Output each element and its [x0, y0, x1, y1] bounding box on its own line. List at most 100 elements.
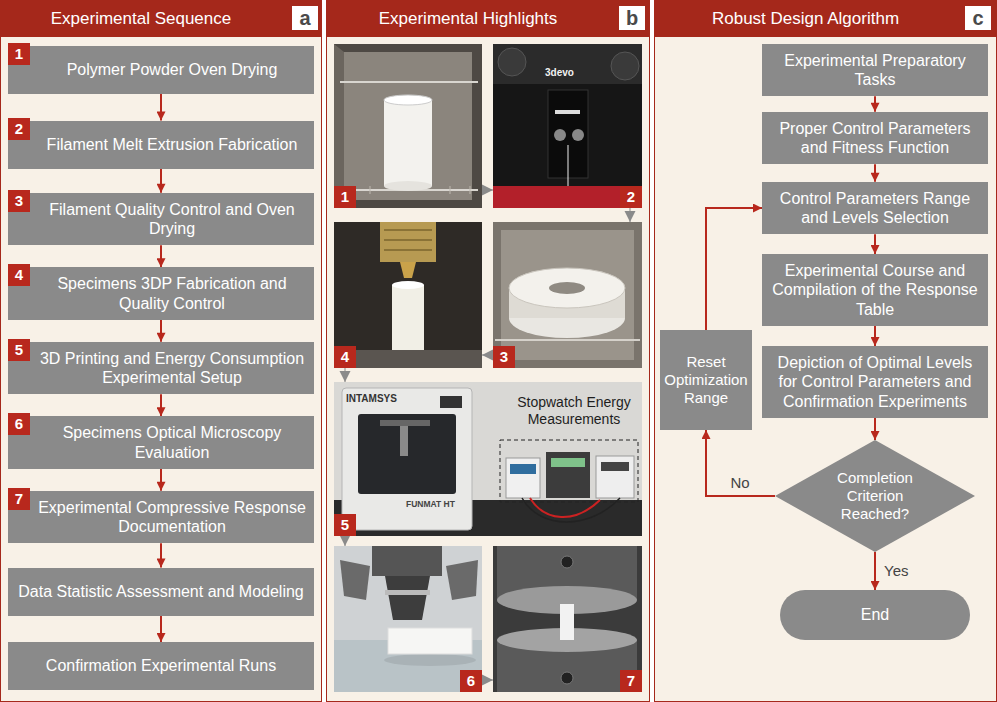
- printer-setup-photo: [546, 452, 590, 498]
- step-label: Experimental Course and Compilation of t…: [770, 261, 980, 319]
- nozzle-photo: [380, 222, 436, 262]
- step-label: Depiction of Optimal Levels for Control …: [770, 353, 980, 411]
- terminal-box: End: [780, 590, 970, 640]
- spool-photo: [509, 268, 625, 308]
- photo-frame: 7: [493, 546, 642, 692]
- panel-frame: Robust Design AlgorithmcExperimental Pre…: [654, 0, 997, 702]
- flow-arrow: [160, 394, 162, 416]
- step-triangle: [482, 680, 493, 681]
- brand-label: INTAMSYS: [346, 393, 397, 404]
- extruder-photo: [493, 186, 642, 208]
- printer-setup-photo: [506, 458, 540, 498]
- nozzle-photo: [334, 222, 482, 368]
- printer-setup-photo: [551, 458, 585, 467]
- printer-setup-photo: [500, 440, 638, 502]
- microscope-photo: [385, 590, 430, 595]
- step-label: Reset Optimization Range: [664, 353, 748, 407]
- callout-label: Stopwatch Energy Measurements: [508, 394, 640, 428]
- printer-setup-photo: [380, 420, 430, 426]
- flow-arrow: [874, 418, 876, 440]
- callout-number: 2: [627, 188, 635, 205]
- printer-setup-photo: [522, 498, 620, 522]
- process-box: Reset Optimization Range: [660, 330, 752, 430]
- step-triangle: [630, 208, 631, 222]
- printer-setup-photo: [334, 382, 642, 536]
- oven-photo: [344, 52, 472, 200]
- step-label: Specimens Optical Microscopy Evaluation: [38, 423, 306, 461]
- flow-arrow: [160, 320, 162, 342]
- oven-photo: [450, 186, 451, 194]
- nozzle-photo: [400, 262, 416, 278]
- panel-frame: Experimental Sequencea1Polymer Powder Ov…: [0, 0, 322, 702]
- step-triangle: [482, 355, 493, 356]
- terminal-label: End: [861, 605, 889, 624]
- oven-photo: [370, 186, 371, 194]
- callout-number: 5: [15, 341, 23, 358]
- extruder-photo: [572, 129, 584, 141]
- panel-letter-box: c: [965, 6, 991, 30]
- step-triangle: [345, 536, 346, 546]
- step-label: Proper Control Parameters and Fitness Fu…: [770, 119, 980, 157]
- microscope-photo: [384, 654, 476, 666]
- process-box: 4 Specimens 3DP Fabrication and Quality C…: [8, 267, 314, 319]
- step-label: Experimental Preparatory Tasks: [770, 51, 980, 89]
- header-band: Experimental Highlights: [327, 1, 649, 37]
- compression-photo: [560, 604, 574, 640]
- callout-number: 3: [500, 348, 508, 365]
- callout-number: 5: [341, 516, 349, 533]
- compression-photo: [493, 546, 642, 692]
- number-square: 6: [8, 413, 30, 435]
- compression-photo: [561, 672, 573, 684]
- compression-photo: [493, 546, 642, 692]
- spool-photo: [549, 282, 585, 294]
- panel-ground: [0, 0, 322, 702]
- extruder-photo: [493, 44, 642, 84]
- edge-label-patch: No: [729, 474, 752, 492]
- number-square: 6: [460, 670, 482, 692]
- spool-photo: [495, 339, 640, 341]
- printer-setup-photo: [342, 388, 472, 530]
- process-box: 1Polymer Powder Oven Drying: [8, 46, 314, 94]
- number-square: 5: [334, 514, 356, 536]
- microscope-photo: [385, 576, 430, 620]
- flow-arrow: [874, 234, 876, 254]
- microscope-photo: [340, 560, 370, 600]
- decision-label: Completion Criterion Reached?: [825, 469, 925, 523]
- extruder-photo: [568, 145, 569, 186]
- process-box: 2Filament Melt Extrusion Fabrication: [8, 121, 314, 169]
- microscope-photo: [388, 628, 472, 654]
- panel-ground: [654, 0, 997, 702]
- photo-frame: 4: [334, 222, 482, 368]
- flow-arrow: [160, 543, 162, 567]
- process-box: 6 Specimens Optical Microscopy Evaluation: [8, 416, 314, 468]
- oven-photo: [384, 100, 432, 186]
- process-box: Data Statistic Assessment and Modeling: [8, 568, 314, 616]
- step-triangle: [482, 190, 493, 191]
- step-label: Specimens 3DP Fabrication and Quality Co…: [38, 274, 306, 312]
- oven-photo: [340, 81, 478, 83]
- printer-setup-photo: [358, 414, 456, 494]
- nozzle-photo: [384, 249, 432, 251]
- printer-setup-photo: [530, 498, 600, 517]
- process-box: Experimental Preparatory Tasks: [762, 44, 988, 96]
- step-label: Control Parameters Range and Levels Sele…: [770, 189, 980, 227]
- process-box: 53D Printing and Energy Consumption Expe…: [8, 342, 314, 394]
- flow-arrow: [160, 169, 162, 193]
- oven-photo: [340, 82, 478, 190]
- decision-diamond: Completion Criterion Reached?: [775, 440, 975, 552]
- printer-setup-photo: [601, 462, 629, 471]
- callout-number: 6: [15, 415, 23, 432]
- panel-heading: Experimental Sequence: [51, 9, 232, 29]
- flow-arrow: [706, 208, 762, 330]
- callout-number: 1: [15, 45, 23, 62]
- header-band: Experimental Sequence: [1, 1, 321, 37]
- printer-setup-photo: [334, 382, 642, 536]
- callout-number: 2: [15, 120, 23, 137]
- printer-setup-photo: [596, 456, 634, 498]
- step-triangle: [345, 368, 346, 382]
- step-label: Filament Quality Control and Oven Drying: [38, 200, 306, 238]
- printer-setup-photo: [400, 426, 408, 456]
- callout-number: 4: [15, 266, 23, 283]
- number-square: 3: [493, 346, 515, 368]
- step-label: Filament Melt Extrusion Fabrication: [47, 135, 298, 154]
